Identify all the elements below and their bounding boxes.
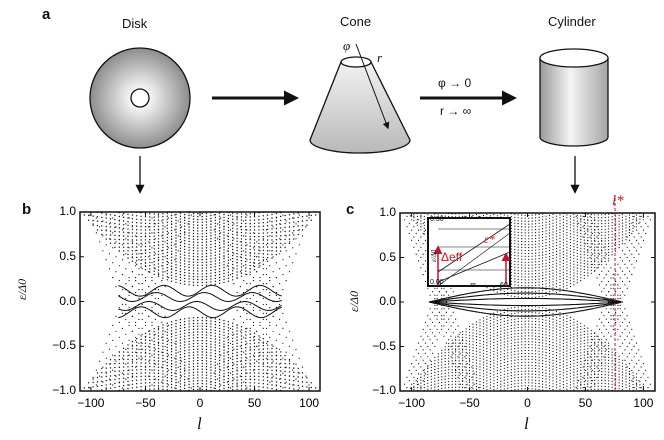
b-band-mark [175,212,225,391]
b-ytick-label: −0.5 [52,338,76,353]
limit-phi: φ → 0 [438,76,472,90]
limit-r: r → ∞ [440,104,472,118]
c-lens-line [428,301,622,317]
b-xtick-label: 100 [299,396,320,410]
ylabel-b: ε/Δ0 [15,278,29,300]
c-lens-line [428,292,622,303]
c-ytick-label: 0.0 [379,294,396,308]
inset-ylabel: ε/Δ0 [430,249,438,262]
c-xtick-label: 100 [633,396,654,410]
b-band-mark [149,213,251,390]
b-band-mark [131,214,269,389]
b-ytick-label: −1.0 [52,383,76,397]
c-ytick-label: 0.5 [379,249,396,264]
c-edge-mark [415,213,640,391]
xlabel-c: l [524,414,529,433]
disk-shape [89,47,191,149]
c-band-mark [475,213,582,391]
b-band-mark [157,213,243,390]
inset-xtick-right: 60 [500,282,508,289]
b-ingap-line [118,284,282,297]
plot-b [79,211,321,392]
inset-ytick-bottom: 0.00 [430,279,444,286]
c-band-mark [441,213,613,391]
b-ytick-label: 0.5 [59,248,76,263]
c-ytick-label: −0.5 [372,338,396,353]
b-band-mark [88,214,312,389]
c-band-mark [409,213,648,391]
c-band-mark [496,213,558,391]
l-star-label: l* [612,193,624,209]
inset-xlabel: m [470,280,476,289]
cone-phi-symbol: φ [343,38,351,53]
cone-r-symbol: r [377,50,383,65]
b-edge-mark [121,214,277,389]
b-band-mark [127,213,273,390]
b-ytick-label: 0.0 [59,293,76,308]
inset-delta-eff: Δeff [441,250,463,264]
b-ingap-line [117,292,282,302]
xlabel-b: l [197,414,202,433]
cylinder-shape [539,48,609,147]
b-ytick-label: 1.0 [59,204,76,218]
b-xtick-label: 50 [247,396,262,410]
b-band-mark [122,212,278,391]
b-band-mark [105,213,295,390]
ylabel-c: ε/Δ0 [347,290,361,312]
b-xtick-label: −100 [77,396,105,410]
c-xtick-label: −50 [459,396,480,410]
b-band-mark [114,212,286,391]
b-ingap-line [118,301,283,311]
b-xtick-label: 0 [196,396,204,410]
c-lens-line [428,287,622,303]
b-band-mark [109,214,291,389]
b-band-mark [83,214,317,389]
inset-ytick-top: 0.30 [430,216,444,223]
c-xtick-label: 0 [524,396,531,410]
panel-label-a: a [42,6,51,23]
b-band-mark [162,213,238,390]
c-xtick-label: 50 [578,396,593,410]
b-band-mark [92,212,308,391]
panel-label-b: b [22,201,32,218]
b-band-mark [136,212,264,391]
c-lens-line [428,297,622,303]
cone-title: Cone [340,14,372,29]
b-edge-mark [99,212,300,391]
c-ytick-label: −1.0 [372,383,396,397]
b-band-mark [114,214,286,389]
inset-c [427,217,511,287]
c-lens-line [428,301,622,312]
c-ytick-label: 1.0 [379,205,396,219]
inset-xtick-left: 0 [437,282,441,289]
c-xtick-label: −100 [398,396,426,410]
cone-shape [309,43,411,154]
c-lens-line [428,301,622,307]
b-band-mark [153,213,247,390]
b-ingap-line [118,306,282,319]
panel-label-c: c [346,201,355,218]
c-band-mark [416,213,638,391]
b-edge-mark [89,214,310,389]
disk-title: Disk [122,16,148,31]
cylinder-title: Cylinder [548,14,596,29]
b-xtick-label: −50 [135,396,156,410]
inset-eps-star: ε* [484,232,495,246]
